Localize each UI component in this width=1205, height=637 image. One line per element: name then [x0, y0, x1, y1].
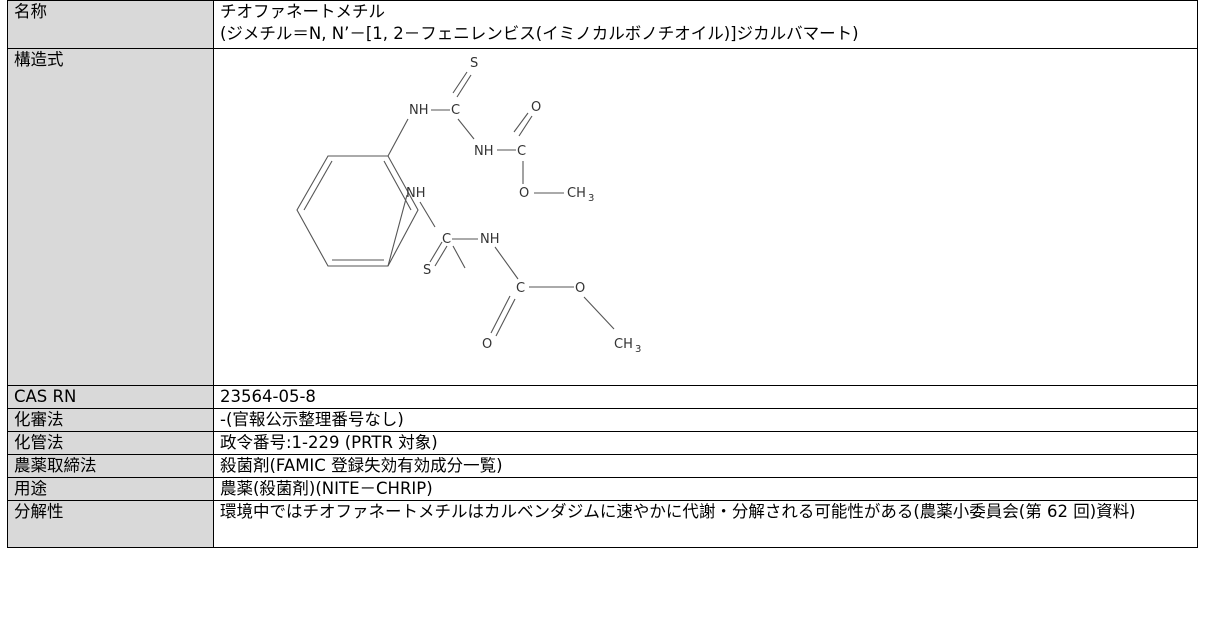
- atom-label: CH: [614, 337, 633, 352]
- atom-label: C: [442, 232, 451, 247]
- bond: [518, 115, 533, 137]
- bond: [495, 298, 516, 337]
- value-cas: 23564-05-8: [213, 385, 1198, 409]
- bond: [429, 241, 443, 263]
- bond: [452, 245, 466, 269]
- bond: [387, 118, 409, 157]
- substance-info-table: 名称 チオファネートメチル (ジメチル＝N, N’－[1, 2－フェニレンビス(…: [7, 0, 1198, 548]
- row-name: 名称 チオファネートメチル (ジメチル＝N, N’－[1, 2－フェニレンビス(…: [7, 0, 1198, 49]
- row-cas: CAS RN 23564-05-8: [7, 385, 1198, 409]
- value-youto: 農薬(殺菌剤)(NITE－CHRIP): [213, 477, 1198, 501]
- chemical-systematic-name: (ジメチル＝N, N’－[1, 2－フェニレンビス(イミノカルボノチオイル)]ジ…: [220, 24, 859, 43]
- chemical-name: チオファネートメチル: [220, 2, 385, 21]
- row-kakan: 化管法 政令番号:1-229 (PRTR 対象): [7, 431, 1198, 455]
- atom-label: C: [516, 281, 525, 296]
- bond: [494, 246, 519, 280]
- bond: [419, 201, 436, 228]
- row-structure: 構造式: [7, 48, 1198, 386]
- bond: [387, 194, 408, 267]
- atom-label: C: [517, 144, 526, 159]
- atom-label: C: [451, 103, 460, 118]
- bond: [457, 118, 475, 140]
- value-kashin: -(官報公示整理番号なし): [213, 408, 1198, 432]
- atom-label: O: [531, 100, 541, 115]
- row-youto: 用途 農薬(殺菌剤)(NITE－CHRIP): [7, 477, 1198, 501]
- atom-label: O: [482, 337, 492, 352]
- structural-formula: S NH C O NH C NH O CH 3 C NH S C O O CH …: [296, 56, 641, 355]
- atom-label: O: [519, 186, 529, 201]
- atom-label: 3: [635, 344, 641, 355]
- label-bunkai: 分解性: [7, 500, 214, 548]
- atom-label: O: [575, 281, 585, 296]
- atom-label: NH: [409, 103, 429, 118]
- value-structure: S NH C O NH C NH O CH 3 C NH S C O O CH …: [213, 48, 1198, 386]
- value-name: チオファネートメチル (ジメチル＝N, N’－[1, 2－フェニレンビス(イミノ…: [213, 0, 1198, 49]
- atom-label: 3: [588, 193, 594, 204]
- atom-label: S: [423, 263, 431, 278]
- label-noyaku: 農薬取締法: [7, 454, 214, 478]
- label-cas: CAS RN: [7, 385, 214, 409]
- atom-label: NH: [474, 144, 494, 159]
- label-structure: 構造式: [7, 48, 214, 386]
- label-kashin: 化審法: [7, 408, 214, 432]
- benzene-ring: [296, 155, 419, 267]
- atom-label: CH: [567, 186, 586, 201]
- row-kashin: 化審法 -(官報公示整理番号なし): [7, 408, 1198, 432]
- atom-label: S: [470, 56, 478, 71]
- bond: [434, 245, 448, 267]
- bond: [452, 71, 468, 94]
- ring-double-bond: [383, 160, 412, 211]
- bond: [513, 112, 529, 133]
- label-kakan: 化管法: [7, 431, 214, 455]
- bond: [583, 296, 615, 330]
- row-noyaku: 農薬取締法 殺菌剤(FAMIC 登録失効有効成分一覧): [7, 454, 1198, 478]
- label-name: 名称: [7, 0, 214, 49]
- label-youto: 用途: [7, 477, 214, 501]
- atom-label: NH: [406, 186, 426, 201]
- value-noyaku: 殺菌剤(FAMIC 登録失効有効成分一覧): [213, 454, 1198, 478]
- value-bunkai: 環境中ではチオファネートメチルはカルベンダジムに速やかに代謝・分解される可能性が…: [213, 500, 1198, 548]
- bond: [456, 74, 472, 98]
- ring-double-bond: [303, 160, 333, 211]
- value-kakan: 政令番号:1-229 (PRTR 対象): [213, 431, 1198, 455]
- bond: [490, 295, 511, 334]
- row-bunkai: 分解性 環境中ではチオファネートメチルはカルベンダジムに速やかに代謝・分解される…: [7, 500, 1198, 548]
- atom-label: NH: [480, 232, 500, 247]
